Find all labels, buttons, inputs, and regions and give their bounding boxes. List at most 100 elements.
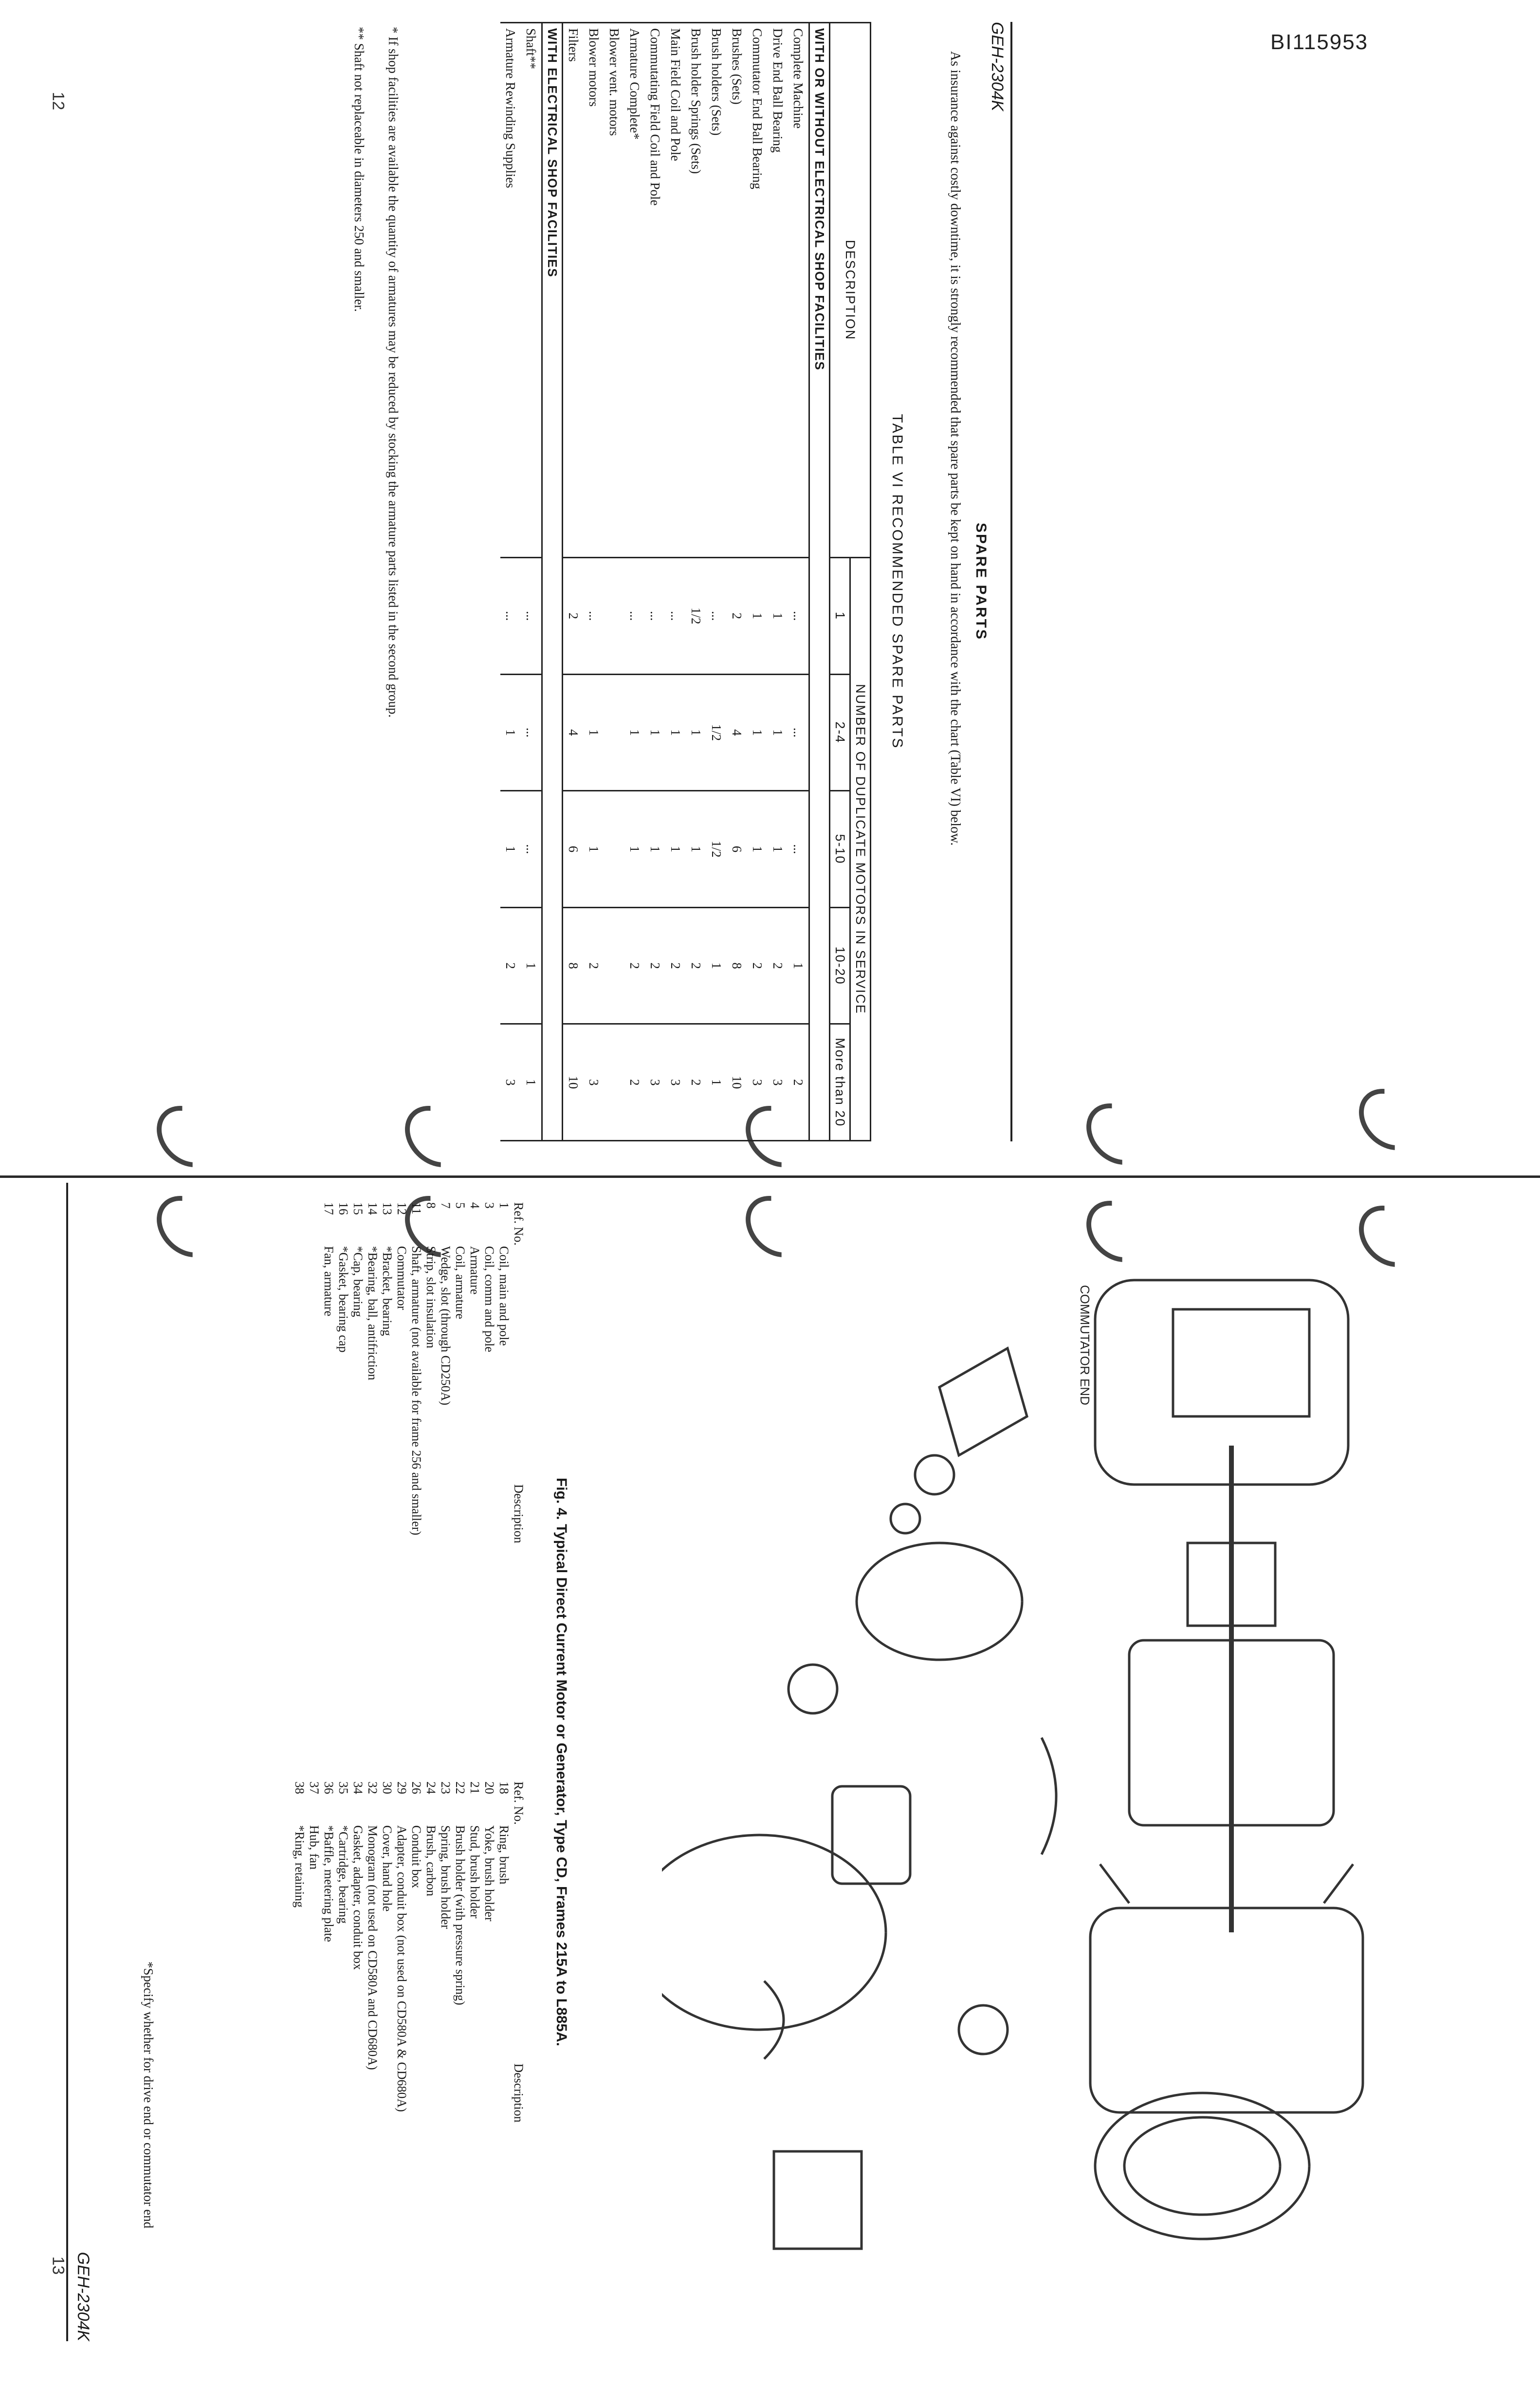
part-description: Brushes (Sets) bbox=[727, 22, 747, 558]
header-description: DESCRIPTION bbox=[829, 22, 871, 558]
quantity-cell: 1/2 bbox=[706, 790, 727, 908]
doc-code: GEH-2304K bbox=[74, 2252, 92, 2341]
legend-desc: Wedge, slot (through CD250A) bbox=[439, 1246, 453, 1406]
part-description: Filters bbox=[562, 22, 584, 558]
field-coil bbox=[831, 1785, 912, 1885]
legend-desc: Spring, brush holder bbox=[439, 1825, 453, 1929]
figure-caption: Fig. 4. Typical Direct Current Motor or … bbox=[553, 1477, 569, 2047]
part-description: Blower vent. motors bbox=[604, 22, 624, 558]
quantity-cell: 2 bbox=[645, 907, 665, 1024]
legend-desc: Coil, main and pole bbox=[497, 1246, 511, 1346]
legend-desc: Stud, brush holder bbox=[468, 1825, 482, 1919]
specify-note: *Specify whether for drive end or commut… bbox=[141, 1962, 156, 2229]
column-header: 2-4 bbox=[829, 674, 850, 791]
quantity-cell: 10 bbox=[727, 1024, 747, 1141]
legend-ref: 15 bbox=[351, 1202, 365, 1215]
legend-desc-header: Description bbox=[512, 1484, 526, 1543]
quantity-cell: 8 bbox=[727, 907, 747, 1024]
legend-ref: 29 bbox=[395, 1781, 409, 1794]
quantity-cell: ... bbox=[521, 674, 542, 791]
quantity-cell: 1 bbox=[645, 790, 665, 908]
quantity-cell: 1 bbox=[584, 790, 604, 908]
legend-desc: Cover, hand hole bbox=[380, 1825, 394, 1912]
column-header: More than 20 bbox=[829, 1024, 850, 1141]
legend-desc: Gasket, adapter, conduit box bbox=[351, 1825, 365, 1970]
quantity-cell: 6 bbox=[727, 790, 747, 908]
quantity-cell: 2 bbox=[788, 1024, 809, 1141]
quantity-cell: 1 bbox=[521, 907, 542, 1024]
quantity-cell: 1 bbox=[686, 790, 706, 908]
legend-ref: 7 bbox=[439, 1202, 453, 1209]
part-description: Commutating Field Coil and Pole bbox=[645, 22, 665, 558]
quantity-cell: ... bbox=[521, 790, 542, 908]
legend-ref: 13 bbox=[380, 1202, 394, 1215]
legend-desc: Coil, comm and pole bbox=[482, 1246, 496, 1353]
table-group-heading: WITH OR WITHOUT ELECTRICAL SHOP FACILITI… bbox=[809, 22, 830, 1141]
table-group-heading: WITH ELECTRICAL SHOP FACILITIES bbox=[542, 22, 563, 1141]
legend-desc: Strip, slot insulation bbox=[424, 1246, 438, 1349]
exploded-motor-drawing: COMMUTATOR END bbox=[662, 1279, 1364, 2250]
column-header: 10-20 bbox=[829, 907, 850, 1024]
legend-ref: 17 bbox=[322, 1202, 336, 1215]
quantity-cell: 1 bbox=[584, 674, 604, 791]
intro-paragraph: As insurance against costly downtime, it… bbox=[948, 51, 963, 846]
quantity-cell: ... bbox=[500, 557, 521, 675]
quantity-cell: 1 bbox=[747, 557, 768, 675]
quantity-cell: ... bbox=[706, 557, 727, 675]
quantity-cell: ... bbox=[624, 557, 645, 675]
part-description: Armature Rewinding Supplies bbox=[500, 22, 521, 558]
legend-desc: Hub, fan bbox=[307, 1825, 321, 1870]
quantity-cell: ... bbox=[788, 674, 809, 791]
legend-ref-header: Ref. No. bbox=[512, 1781, 526, 1825]
quantity-cell: 1/2 bbox=[706, 674, 727, 791]
page-fold-line bbox=[0, 1175, 1540, 1178]
quantity-cell: 1 bbox=[645, 674, 665, 791]
quantity-cell: 2 bbox=[665, 907, 686, 1024]
stator-frame bbox=[1089, 1907, 1364, 2114]
quantity-cell: 1 bbox=[665, 674, 686, 791]
legend-ref: 37 bbox=[307, 1781, 321, 1794]
legend-ref: 5 bbox=[453, 1202, 467, 1209]
legend-desc: Armature bbox=[468, 1246, 482, 1295]
quantity-cell: 1 bbox=[624, 674, 645, 791]
quantity-cell: ... bbox=[645, 557, 665, 675]
quantity-cell bbox=[604, 790, 624, 908]
legend-ref: 26 bbox=[409, 1781, 423, 1794]
column-header: 5-10 bbox=[829, 790, 850, 908]
legend-desc: *Baffle, metering plate bbox=[322, 1825, 336, 1942]
part-description: Brush holder Springs (Sets) bbox=[686, 22, 706, 558]
quantity-cell: 8 bbox=[562, 907, 584, 1024]
quantity-cell: 1 bbox=[686, 674, 706, 791]
quantity-cell: 2 bbox=[686, 1024, 706, 1141]
footnote-shaft: ** Shaft not replaceable in diameters 25… bbox=[352, 27, 367, 312]
legend-desc: Fan, armature bbox=[322, 1246, 336, 1317]
legend-desc: *Bearing, ball, antifriction bbox=[366, 1246, 380, 1380]
legend-item: 14 *Bearing, ball, antifriction bbox=[365, 1202, 380, 1781]
legend-desc: *Gasket, bearing cap bbox=[336, 1246, 350, 1353]
quantity-cell: ... bbox=[788, 557, 809, 675]
legend-ref: 14 bbox=[366, 1202, 380, 1215]
quantity-cell: 1 bbox=[788, 907, 809, 1024]
quantity-cell: 4 bbox=[562, 674, 584, 791]
part-description: Shaft** bbox=[521, 22, 542, 558]
legend-ref: 34 bbox=[351, 1781, 365, 1794]
quantity-cell: 2 bbox=[747, 907, 768, 1024]
quantity-cell: 1 bbox=[768, 790, 788, 908]
legend-desc: Yoke, brush holder bbox=[482, 1825, 496, 1922]
